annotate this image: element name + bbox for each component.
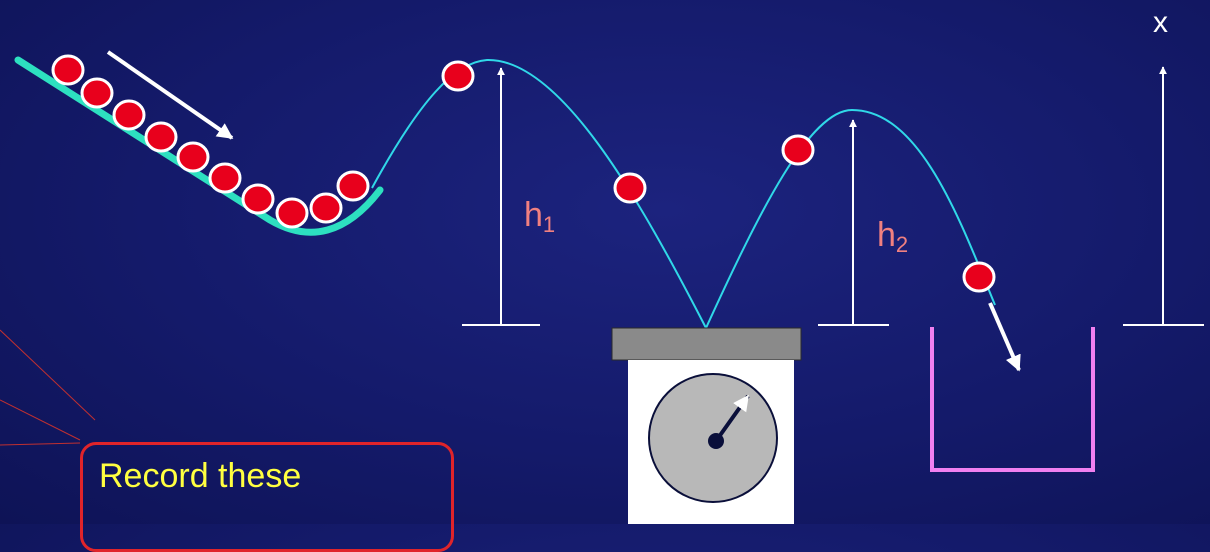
callout-text: Record these (99, 457, 302, 495)
red-ball (275, 197, 309, 229)
ramp-direction-arrow (106, 50, 234, 140)
balls (51, 54, 996, 293)
trajectory (371, 58, 996, 331)
label-h1-subscript: 1 (542, 212, 556, 237)
red-ball (781, 134, 815, 166)
exit-arrow (988, 302, 1021, 372)
red-ball (51, 54, 85, 86)
red-ball (441, 60, 475, 92)
experiment-diagram (0, 50, 1204, 524)
scale-needle (714, 394, 750, 443)
label-h2-base: h (877, 216, 896, 254)
label-x: x (1153, 6, 1168, 39)
height-h1-marker (462, 67, 540, 326)
decorative-lines (0, 329, 96, 446)
red-ball (208, 162, 242, 194)
label-h1: h1 (524, 198, 555, 236)
red-ball (962, 261, 996, 293)
x-axis-marker (1123, 66, 1204, 326)
red-ball (309, 192, 343, 224)
red-ball (112, 99, 146, 131)
callout-box: Record these (80, 442, 454, 552)
label-h1-base: h (524, 196, 543, 234)
red-ball (80, 77, 114, 109)
red-ball (613, 172, 647, 204)
ramp (14, 56, 384, 236)
height-h2-marker (818, 119, 889, 326)
red-ball (336, 170, 370, 202)
label-h2: h2 (877, 218, 908, 256)
red-ball (176, 141, 210, 173)
red-ball (144, 121, 178, 153)
weighing-scale (611, 327, 802, 524)
label-h2-subscript: 2 (895, 232, 909, 257)
collection-bin (930, 327, 1095, 472)
red-ball (241, 183, 275, 215)
